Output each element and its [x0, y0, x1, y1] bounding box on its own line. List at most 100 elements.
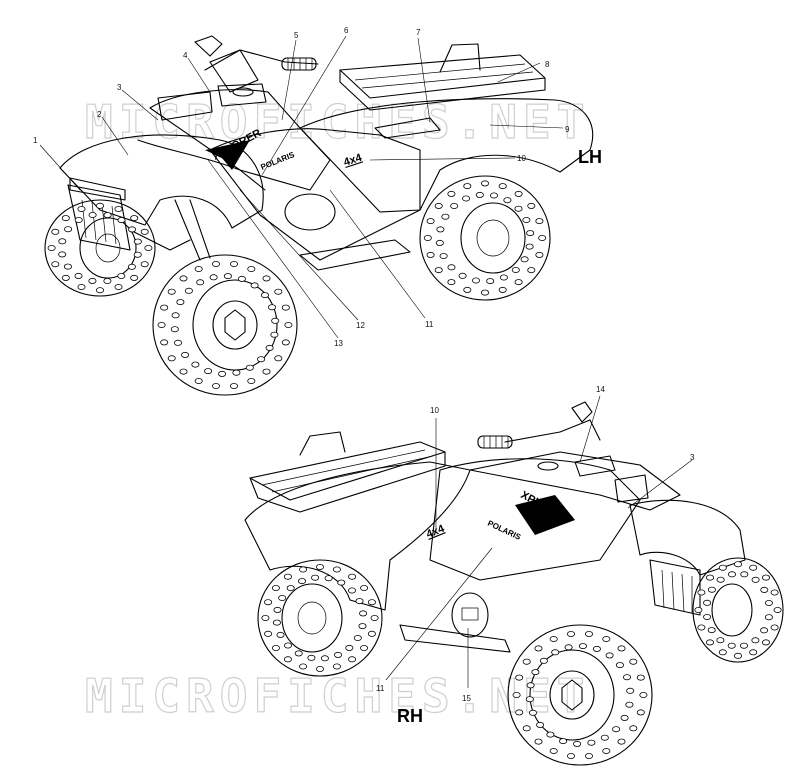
rh-view-label: RH	[397, 706, 423, 726]
tire-lug	[749, 649, 758, 656]
tire-lug	[315, 666, 324, 673]
tire-lug	[522, 725, 531, 732]
tire-lug	[247, 265, 256, 272]
tire-lug	[564, 644, 573, 651]
tire-lug	[229, 260, 238, 267]
tire-lug	[728, 571, 737, 578]
tire-lug	[360, 585, 369, 592]
tire-lug	[184, 287, 193, 294]
tire-lug	[522, 658, 531, 665]
tire-lug	[345, 644, 354, 651]
tire-lug	[520, 256, 529, 263]
tire-lug	[458, 272, 467, 279]
rh-callout-11: 11	[376, 684, 385, 693]
tire-lug	[707, 627, 716, 634]
rh-tire-lugs	[261, 561, 782, 760]
tire-lug	[539, 657, 548, 664]
tire-lug	[257, 356, 266, 363]
tire-lug	[480, 289, 489, 296]
tire-lug	[337, 579, 346, 586]
lh-4x4-decal: 4x4	[342, 151, 364, 168]
tire-lug	[311, 574, 320, 581]
tire-lug	[423, 234, 432, 241]
tire-lug	[740, 642, 749, 649]
tire-lug	[626, 687, 635, 694]
tire-lug	[264, 630, 273, 637]
tire-lug	[697, 589, 706, 596]
tire-lug	[237, 275, 246, 282]
tire-lug	[223, 273, 232, 280]
tire-lug	[585, 631, 594, 638]
tire-lug	[617, 645, 626, 652]
tire-lug	[527, 202, 536, 209]
tire-lug	[171, 312, 180, 319]
tire-lug	[567, 631, 576, 638]
tire-lug	[333, 651, 342, 658]
lh-rear-wheel	[419, 175, 551, 301]
tire-lug	[284, 321, 293, 328]
tire-lug	[534, 738, 543, 745]
tire-lug	[51, 228, 60, 235]
tire-lug	[281, 339, 290, 346]
tire-lug	[232, 369, 241, 376]
tire-lug	[191, 361, 200, 368]
tire-lug	[96, 202, 105, 209]
lh-callout-10: 10	[517, 154, 526, 163]
tire-lug	[64, 226, 73, 233]
tire-lug	[764, 600, 773, 607]
lh-callout-7: 7	[416, 28, 421, 37]
tire-lug	[114, 205, 123, 212]
tire-lug	[527, 267, 536, 274]
tire-lug	[636, 709, 645, 716]
tire-lug	[332, 663, 341, 670]
tire-lug	[498, 286, 507, 293]
lh-front-right-wheel	[152, 254, 298, 396]
tire-lug	[514, 190, 523, 197]
tire-lug	[707, 586, 716, 593]
tire-lug	[734, 652, 743, 659]
tire-lug	[526, 682, 535, 689]
tire-lug	[617, 738, 626, 745]
tire-lug	[426, 218, 435, 225]
tire-lug	[435, 239, 444, 246]
rh-front-right-wheel	[692, 557, 784, 663]
tire-lug	[535, 218, 544, 225]
tire-lug	[718, 564, 727, 571]
tire-lug	[332, 566, 341, 573]
tire-lug	[434, 267, 443, 274]
tire-lug	[762, 574, 771, 581]
tire-lug	[77, 205, 86, 212]
tire-lug	[358, 623, 367, 630]
tire-lug	[636, 674, 645, 681]
tire-lug	[211, 382, 220, 389]
tire-lug	[74, 216, 83, 223]
tire-lug	[535, 251, 544, 258]
tire-lug	[749, 564, 758, 571]
tire-lug	[489, 192, 498, 199]
tire-lug	[283, 642, 292, 649]
tire-lug	[294, 650, 303, 657]
tire-lug	[130, 274, 139, 281]
tire-lug	[283, 573, 292, 580]
tire-lug	[511, 266, 520, 273]
rh-polaris-decal: POLARIS	[486, 519, 523, 542]
tire-lug	[471, 277, 480, 284]
tire-lug	[117, 217, 126, 224]
tire-lug	[538, 234, 547, 241]
tire-lug	[760, 586, 769, 593]
tire-lug	[218, 370, 227, 377]
tire-lug	[716, 576, 725, 583]
lh-atv-drawing	[59, 35, 594, 271]
tire-lug	[480, 180, 489, 187]
tire-lug	[751, 576, 760, 583]
tire-lug	[762, 639, 771, 646]
tire-lug	[534, 645, 543, 652]
tire-lug	[515, 674, 524, 681]
tire-lug	[324, 575, 333, 582]
tire-lug	[140, 228, 149, 235]
tire-lug	[245, 364, 254, 371]
tire-lug	[359, 610, 368, 617]
tire-lug	[578, 643, 587, 650]
tire-lug	[498, 183, 507, 190]
tire-lug	[620, 714, 629, 721]
